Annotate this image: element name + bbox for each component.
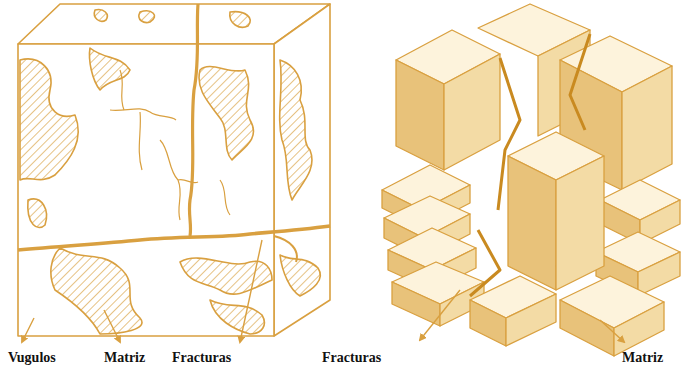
part-label: Fracturas (172, 350, 231, 366)
part-label: Vugulos (8, 350, 56, 366)
vuggy-cube (18, 4, 330, 336)
fractured-blocks (382, 4, 680, 356)
part-label: Matriz (622, 350, 663, 366)
part-label: Matriz (104, 350, 145, 366)
part-label: Fracturas (322, 350, 381, 366)
leader-arrows (22, 240, 624, 342)
